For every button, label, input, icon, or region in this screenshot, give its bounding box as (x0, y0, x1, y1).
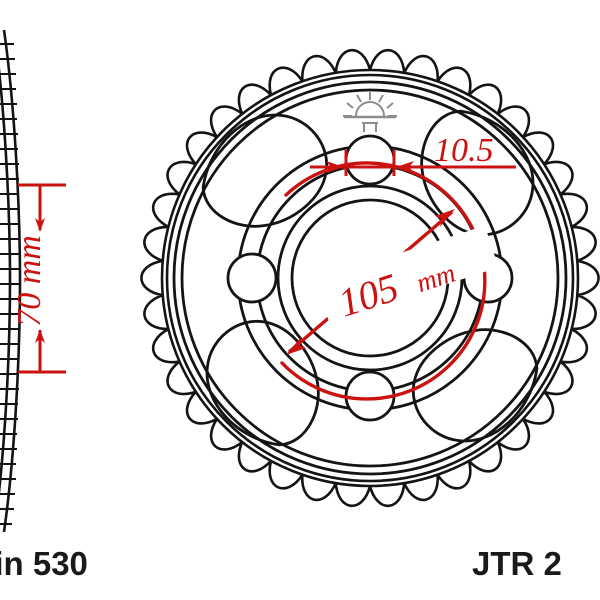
cutout-lower-left (411, 328, 539, 443)
jt-sunrise-logo-icon (343, 92, 397, 132)
logo-sun-arc (355, 101, 385, 117)
tooth-outline (140, 48, 600, 508)
logo-ray-2 (346, 102, 354, 109)
dim-105-arrow-lower-left (286, 337, 306, 355)
dim-10-5-arrow-right (396, 161, 414, 173)
dimension-bolt-hole-10-5 (310, 150, 516, 176)
bolt-hole-left (226, 252, 278, 304)
dim-105-label-backdrop (315, 225, 499, 323)
rim-inner-circle (180, 88, 560, 468)
dim-10-5-arrow-left (326, 161, 344, 173)
side-profile-view (0, 29, 22, 533)
dimension-label-70mm: 70 mm (11, 235, 48, 327)
dimension-bore-70mm (18, 183, 66, 374)
dimension-label-10-5: 10.5 (434, 132, 494, 169)
dim-70-arrow-top (35, 218, 45, 232)
chain-size-caption: ain 530 (0, 545, 88, 582)
side-profile-teeth-ticks (0, 42, 20, 526)
dimension-bolt-circle-105mm (280, 161, 499, 401)
tooth-base-circle (165, 73, 575, 483)
part-number-caption: JTR 2 (472, 545, 562, 582)
cutout-upper-left (205, 319, 320, 447)
bolt-circle-red-arc (280, 161, 487, 401)
sprocket-teeth (140, 48, 600, 508)
rim-outer-circle (172, 80, 568, 476)
logo-ray-3 (378, 94, 384, 103)
dim-70-arrow-bottom (35, 329, 45, 343)
dim-105-arrow-upper-right (435, 209, 455, 227)
bolt-hole-top (344, 134, 396, 186)
side-profile-outer-edge (2, 29, 22, 533)
logo-jt-mark (362, 122, 378, 132)
logo-ray-4 (386, 102, 394, 109)
side-profile-inner-edge (0, 67, 12, 495)
logo-ray-1 (356, 94, 362, 103)
